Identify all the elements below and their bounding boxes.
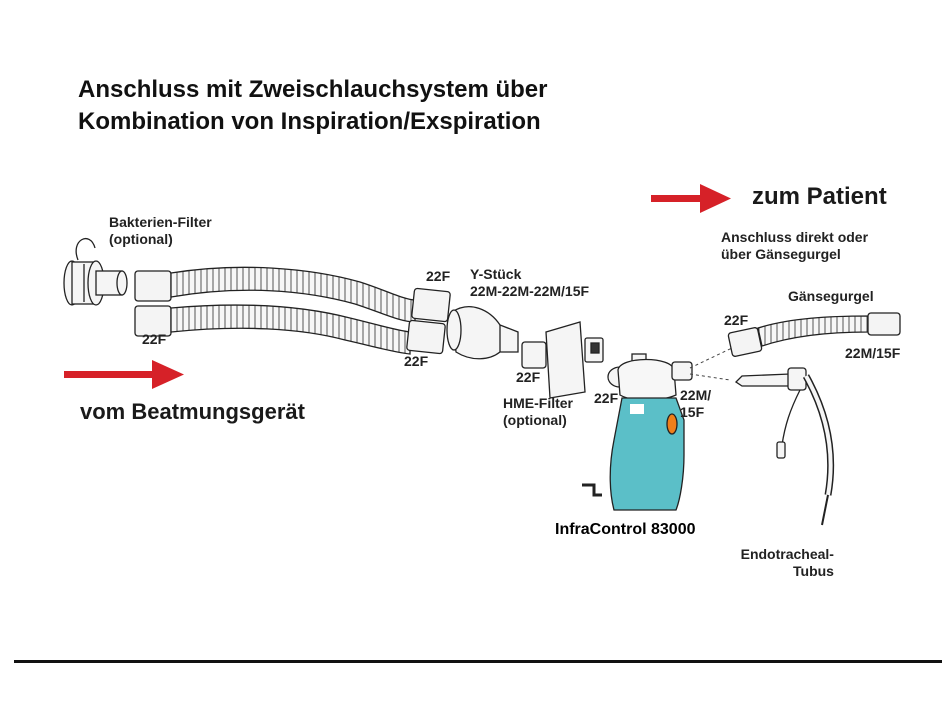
port-22f-label: 22F	[594, 390, 619, 406]
bacteria-filter-icon	[63, 237, 128, 306]
port-22m-15f-label: 22M/15F	[845, 345, 901, 361]
page-title: Anschluss mit Zweischlauchsystem über Ko…	[78, 74, 548, 138]
port-22m-15f-label: 22M/ 15F	[680, 387, 712, 420]
port-22f-label: 22F	[516, 369, 541, 385]
title-line-1: Anschluss mit Zweischlauchsystem über	[78, 76, 548, 103]
lower-corrugated-hose-icon	[134, 304, 446, 355]
bacteria-filter-label: Bakterien-Filter (optional)	[109, 214, 212, 247]
y-piece-label: Y-Stück 22M-22M-22M/15F	[470, 266, 590, 299]
connection-guides	[689, 347, 733, 381]
upper-corrugated-hose-icon	[134, 266, 451, 323]
arrow-to-patient-icon	[651, 184, 731, 213]
to-patient-label: zum Patient	[752, 183, 887, 210]
direct-connection-label: Anschluss direkt oder über Gänsegurgel	[721, 229, 869, 262]
endotracheal-tube-label: Endotracheal- Tubus	[740, 546, 834, 579]
title-line-2: Kombination von Inspiration/Exspiration	[78, 108, 541, 135]
hme-filter-label: HME-Filter (optional)	[503, 395, 573, 428]
port-22f-label: 22F	[404, 353, 429, 369]
port-22f-label: 22F	[724, 312, 749, 328]
arrow-from-ventilator-icon	[64, 360, 184, 389]
bottom-divider	[14, 660, 942, 663]
endotracheal-tube-icon	[734, 367, 835, 526]
port-22f-label: 22F	[142, 331, 167, 347]
y-piece-icon	[446, 306, 519, 360]
port-22f-label: 22F	[426, 268, 451, 284]
gooseneck-icon	[727, 312, 901, 357]
gooseneck-label: Gänsegurgel	[788, 288, 874, 304]
from-ventilator-label: vom Beatmungsgerät	[80, 399, 305, 424]
infracontrol-device-icon	[582, 353, 693, 511]
hme-filter-icon	[521, 321, 604, 399]
device-name-label: InfraControl 83000	[555, 521, 696, 538]
